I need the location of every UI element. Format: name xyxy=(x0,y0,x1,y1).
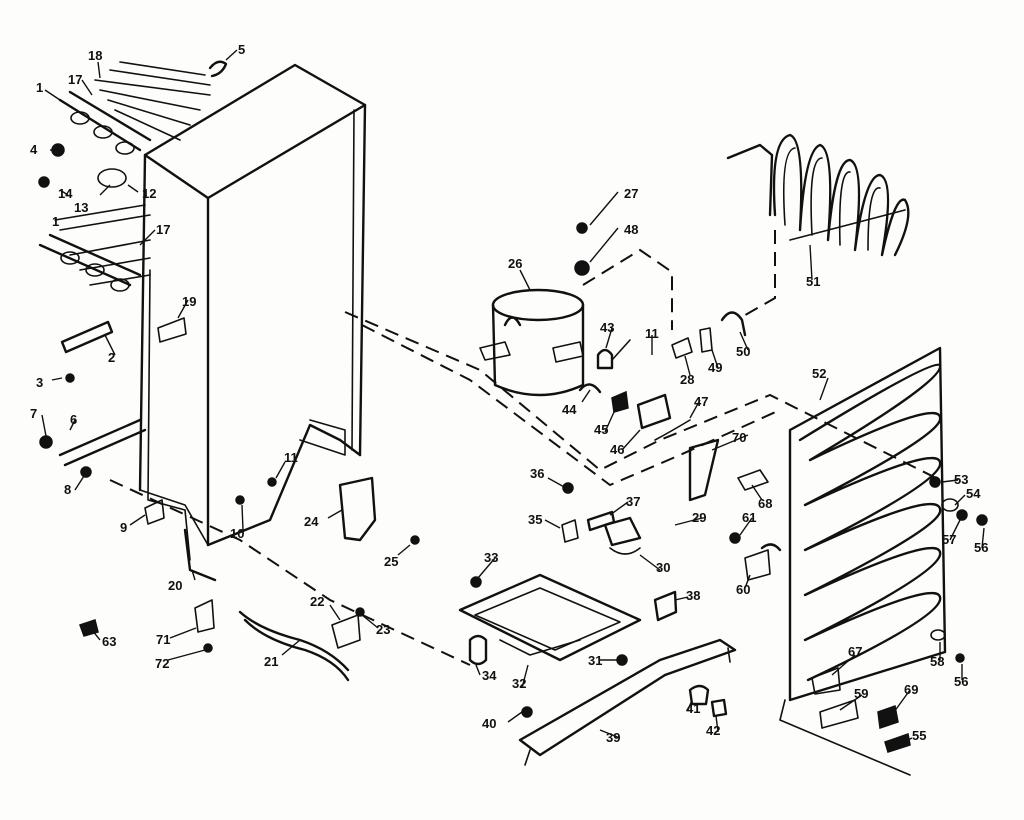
callout-33: 33 xyxy=(484,550,498,565)
callout-43: 43 xyxy=(600,320,614,335)
callout-24: 24 xyxy=(304,514,319,529)
callout-17b: 17 xyxy=(156,222,170,237)
right-small-parts xyxy=(811,476,988,753)
callout-57: 58 xyxy=(930,654,944,669)
relay-parts xyxy=(574,222,747,441)
dashed-lines xyxy=(109,311,941,666)
callout-13: 13 xyxy=(74,200,88,215)
callout-71: 71 xyxy=(156,632,170,647)
callout-7: 7 xyxy=(30,406,37,421)
callout-39: 39 xyxy=(606,730,620,745)
top-condenser-coil xyxy=(58,61,211,188)
callout-63: 63 xyxy=(102,634,116,649)
callout-1a: 1 xyxy=(36,80,43,95)
callout-28: 28 xyxy=(680,372,694,387)
callout-52: 52 xyxy=(812,366,826,381)
callout-19: 19 xyxy=(182,294,196,309)
callout-12: 12 xyxy=(142,186,156,201)
callout-72: 72 xyxy=(155,656,169,671)
callout-46: 46 xyxy=(610,442,624,457)
leader-lines xyxy=(41,49,985,743)
callout-60: 60 xyxy=(736,582,750,597)
callout-30: 30 xyxy=(656,560,670,575)
callout-45: 45 xyxy=(594,422,608,437)
callout-36: 36 xyxy=(530,466,544,481)
callout-14: 14 xyxy=(58,186,73,201)
middle-shelf-coil xyxy=(38,204,151,292)
callout-labels: 1 17 18 5 4 14 13 12 1 17 19 2 3 7 6 8 9… xyxy=(30,42,988,745)
callout-56: 57 xyxy=(942,532,956,547)
callout-27: 27 xyxy=(624,186,638,201)
callout-55a: 56 xyxy=(974,540,988,555)
callout-10: 10 xyxy=(230,526,244,541)
callout-5: 5 xyxy=(238,42,245,57)
callout-1b: 1 xyxy=(52,214,59,229)
left-brackets xyxy=(38,60,228,478)
callout-26: 26 xyxy=(508,256,522,271)
cabinet-body xyxy=(138,63,367,561)
callout-47: 47 xyxy=(694,394,708,409)
compressor xyxy=(479,248,673,397)
callout-31: 31 xyxy=(588,653,602,668)
callout-25: 25 xyxy=(384,554,398,569)
callout-32: 32 xyxy=(512,676,526,691)
callout-55b: 56 xyxy=(954,674,968,689)
callout-81: 61 xyxy=(742,510,756,525)
callout-22: 22 xyxy=(310,594,324,609)
callout-18: 18 xyxy=(88,48,102,63)
callout-54: 54 xyxy=(966,486,981,501)
callout-3: 3 xyxy=(36,375,43,390)
callout-49: 49 xyxy=(708,360,722,375)
evaporator-coil xyxy=(726,133,910,319)
callout-44: 44 xyxy=(562,402,577,417)
callout-68: 68 xyxy=(758,496,772,511)
callout-11b: 11 xyxy=(645,326,659,341)
callout-50: 50 xyxy=(736,344,750,359)
callout-42: 42 xyxy=(706,723,720,738)
callout-70: 69 xyxy=(904,682,918,697)
callout-38: 38 xyxy=(686,588,700,603)
lower-left-parts xyxy=(79,476,420,682)
callout-29: 29 xyxy=(692,510,706,525)
callout-53: 53 xyxy=(954,472,968,487)
callout-17a: 17 xyxy=(68,72,82,87)
callout-59: 59 xyxy=(854,686,868,701)
callout-8: 8 xyxy=(64,482,71,497)
condenser-coil xyxy=(779,346,947,776)
callout-40: 40 xyxy=(482,716,496,731)
callout-11a: 11 xyxy=(284,450,298,465)
callout-58: 55 xyxy=(912,728,926,743)
callout-51: 51 xyxy=(806,274,820,289)
callout-41: 41 xyxy=(686,701,700,716)
callout-20: 20 xyxy=(168,578,182,593)
callout-9: 9 xyxy=(120,520,127,535)
callout-37: 37 xyxy=(626,494,640,509)
callout-21: 21 xyxy=(264,654,278,669)
callout-2: 2 xyxy=(108,350,115,365)
callout-34: 34 xyxy=(482,668,497,683)
callout-4: 4 xyxy=(30,142,38,157)
callout-67: 67 xyxy=(848,644,862,659)
callout-35: 35 xyxy=(528,512,542,527)
callout-6: 6 xyxy=(70,412,77,427)
base-frame xyxy=(458,438,782,766)
callout-48: 48 xyxy=(624,222,638,237)
callout-23: 23 xyxy=(376,622,390,637)
callout-69: 70 xyxy=(732,430,746,445)
